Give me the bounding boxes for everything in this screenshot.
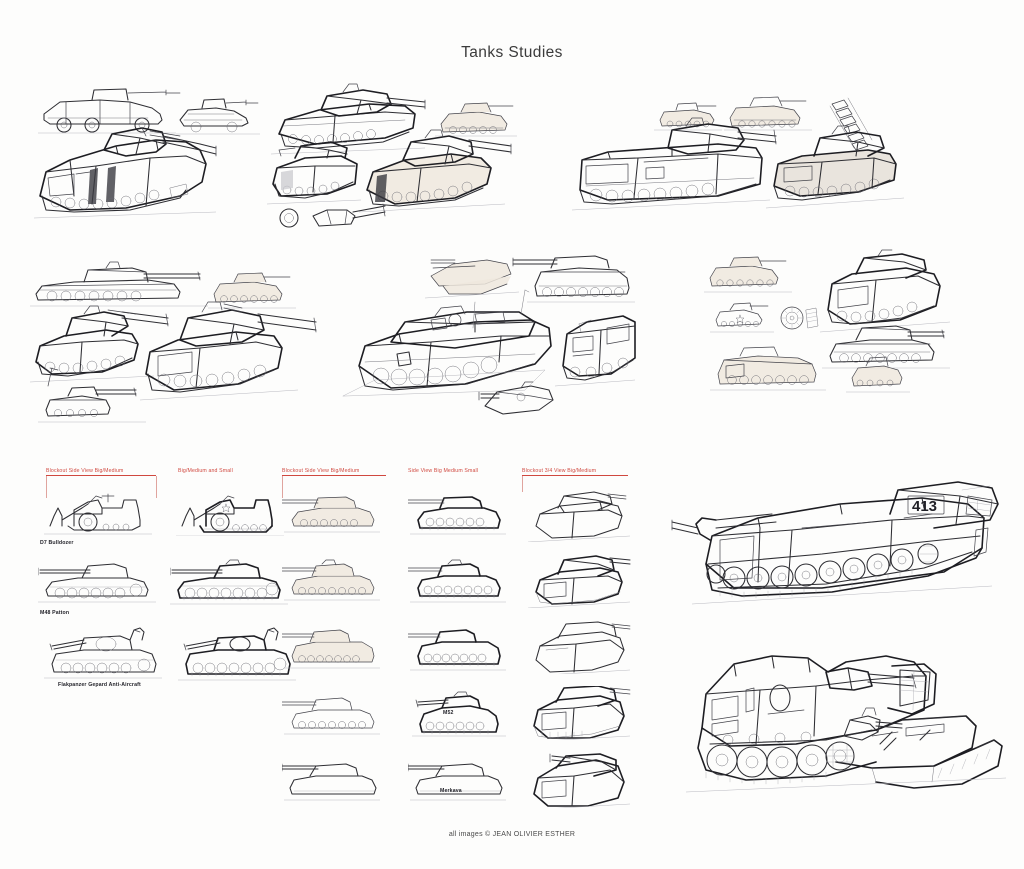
sketch-armoured-car-side: [38, 88, 181, 134]
cell-col3-row5: [281, 756, 382, 809]
column-header-4: Side View Big Medium Small: [408, 468, 479, 474]
blockout-grid: Blockout Side View Big/Medium Big/Medium…: [30, 468, 670, 811]
cell-col3-row1: [281, 490, 382, 543]
cell-col4-row1: [407, 490, 508, 543]
sketch-rocket-rack: [829, 97, 873, 151]
column-header-1: Blockout Side View Big/Medium: [46, 468, 156, 476]
mid-left-cluster: [28, 252, 328, 432]
cell-col5-row2: [522, 554, 632, 613]
sketch-tank-front-quarter: [266, 141, 362, 205]
sketch-tank-with-star: [710, 302, 774, 333]
sketch-tank-small-shaded: [208, 272, 296, 309]
grid-rule-3: [282, 476, 283, 498]
sketch-abrams-side: [30, 261, 208, 307]
sketch-spg-small: [38, 367, 146, 423]
top-center-cluster: [265, 76, 525, 232]
caption-patton: M48 Patton: [40, 610, 70, 616]
sketch-tankette: [846, 356, 910, 393]
footer-credit: all images © JEAN OLIVIER ESTHER: [448, 831, 576, 838]
cell-bulldozer-detail: [176, 486, 286, 541]
sketch-detached-parts: [279, 203, 386, 228]
caption-merkava: Merkava: [440, 788, 462, 794]
cell-col4-row2: [407, 556, 508, 609]
caption-m52: M52: [443, 710, 454, 716]
sketch-sherman-quarter: [819, 249, 951, 333]
sketch-detached-turret: [478, 381, 554, 415]
column-header-3: Blockout Side View Big/Medium: [282, 468, 386, 476]
hull-number-text: 413: [912, 498, 937, 515]
cell-patton-blockout: [37, 556, 158, 613]
sketch-sherman-side: [822, 325, 950, 369]
caption-bulldozer: D7 Bulldozer: [40, 540, 74, 546]
cell-col4-row3: [407, 624, 508, 677]
cell-col4-row4-m52: [408, 690, 508, 743]
cell-col5-row1: [522, 488, 632, 547]
sketch-halftrack: [710, 346, 826, 391]
cell-col5-row5-merkava: [522, 752, 632, 813]
page-title: Tanks Studies: [461, 44, 563, 61]
sketch-merkava-small-shaded: [424, 259, 520, 299]
cell-col3-row4: [281, 690, 382, 743]
cell-bulldozer-blockout: [44, 486, 154, 541]
sketch-heavy-vehicle-three-quarter: [33, 127, 217, 219]
column-header-2: Big/Medium and Small: [178, 468, 233, 474]
grid-rule-1: [46, 476, 47, 498]
sketch-tank-top-small: [704, 256, 792, 293]
sketch-mbt-three-quarter-upper: [270, 83, 426, 155]
cell-col5-row4: [522, 685, 632, 745]
column-header-5: Blockout 3/4 View Big/Medium: [522, 468, 628, 476]
cell-gepard-blockout: [44, 626, 164, 687]
grid-rule-2: [156, 476, 157, 498]
sketch-boxy-vehicle: [554, 315, 636, 387]
cell-col4-row5: [407, 756, 508, 809]
sketch-mbt-side-small: [435, 102, 517, 137]
mid-right-cluster: [700, 249, 951, 412]
cell-col5-row3: [522, 620, 632, 679]
sketch-heavy-tank-kv: [571, 117, 777, 211]
sketch-sprocket-detail: [780, 306, 819, 330]
cell-gepard-detail: [178, 626, 298, 687]
top-left-cluster: [30, 78, 270, 228]
caption-gepard: Flakpanzer Gepard Anti-Aircraft: [58, 682, 141, 688]
cell-col3-row2: [281, 556, 382, 609]
sketch-abrams-quarter-right: [139, 301, 317, 401]
cell-col3-row3: [281, 624, 382, 677]
sketch-panzer-iv: [765, 125, 905, 209]
sketch-merkava-quarter-large: [342, 289, 552, 397]
sketch-mbt-three-quarter-lower: [358, 129, 512, 213]
sketch-abrams-quarter-left: [29, 305, 169, 383]
grid-rule-4: [522, 476, 523, 492]
sketch-panzer-small-b: [724, 96, 812, 131]
mid-center-cluster: [335, 250, 636, 430]
sketch-wedge-vehicle-side: [176, 98, 260, 135]
cell-patton-detail: [169, 556, 290, 613]
sketch-panzer-small-a: [654, 102, 722, 131]
top-right-cluster: [568, 82, 905, 232]
hero-upper-assault-gun: 413: [671, 470, 1012, 620]
sketch-leopard-side: [512, 255, 635, 303]
hero-lower-self-propelled-howitzer: [676, 632, 1016, 812]
